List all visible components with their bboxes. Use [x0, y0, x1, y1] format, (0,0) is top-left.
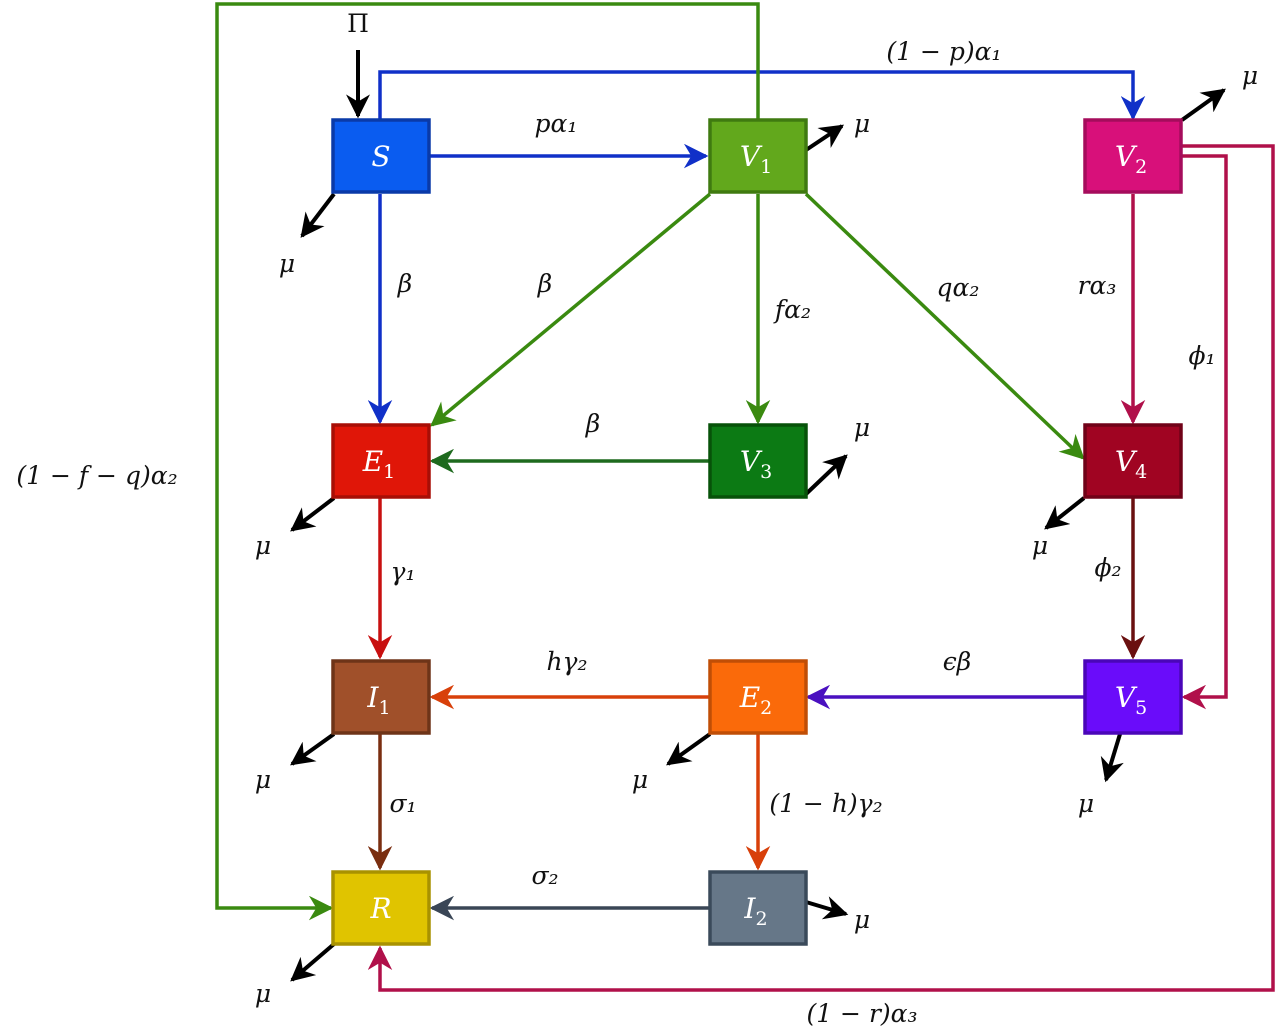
arrow-v2-to-r [367, 144, 1275, 992]
death-arrow-r [290, 942, 336, 982]
rate-v1-e1: β [537, 269, 552, 298]
node-i2: I2 [708, 870, 808, 946]
node-v1: V1 [708, 118, 808, 194]
node-i1-box [331, 659, 431, 735]
inflow-label: Π [347, 9, 369, 38]
rate-v1-v4: qα₂ [937, 273, 980, 302]
node-e2-box [708, 659, 808, 735]
node-v1-label: V1 [740, 140, 772, 178]
node-e1: E1 [331, 423, 431, 499]
death-label-v3: μ [854, 413, 870, 442]
node-v3-label: V3 [740, 445, 772, 483]
rate-v4-v5: ϕ₂ [1094, 553, 1121, 582]
compartments: S V1 V2 E1 V3 V4 I1 E2 [331, 118, 1183, 946]
rate-labels: Π (1 − p)α₁ pα₁ β β fα₂ qα₂ (1 − f − q)α… [16, 9, 1215, 1028]
node-e2-label: E2 [739, 681, 773, 719]
node-e1-label: E1 [362, 445, 396, 483]
node-v5: V5 [1083, 659, 1183, 735]
death-arrow-e2 [666, 732, 712, 766]
node-v2: V2 [1083, 118, 1183, 194]
death-label-s: μ [279, 249, 295, 278]
node-v3-box [708, 423, 808, 499]
death-label-i1: μ [255, 765, 271, 794]
node-v4: V4 [1083, 423, 1183, 499]
node-v2-box [1083, 118, 1183, 194]
node-s-label: S [371, 140, 390, 173]
death-arrow-v3 [804, 454, 848, 496]
death-label-v2: μ [1242, 61, 1258, 90]
node-i1: I1 [331, 659, 431, 735]
death-label-v4: μ [1032, 531, 1048, 560]
death-label-r: μ [255, 979, 271, 1008]
node-r-label: R [369, 892, 391, 925]
node-e1-box [331, 423, 431, 499]
node-i2-box [708, 870, 808, 946]
node-v2-label: V2 [1115, 140, 1147, 178]
node-s-box [331, 118, 431, 194]
node-i2-label: I2 [743, 892, 767, 930]
rate-s-v1: pα₁ [535, 109, 578, 138]
node-v4-box [1083, 423, 1183, 499]
node-s: S [331, 118, 431, 194]
death-arrow-v5 [1100, 733, 1124, 783]
rate-e1-i1: γ₁ [391, 557, 416, 586]
death-label-e1: μ [255, 531, 271, 560]
rate-e2-i2: (1 − h)γ₂ [769, 789, 882, 818]
death-arrow-i1 [290, 732, 336, 766]
death-arrow-v2 [1180, 88, 1226, 122]
node-r: R [331, 870, 431, 946]
death-label-v1: μ [854, 109, 870, 138]
rate-v2-v4: rα₃ [1078, 271, 1117, 300]
rate-v5-e2: ϵβ [943, 647, 971, 676]
death-label-e2: μ [632, 765, 648, 794]
death-arrow-v1 [804, 124, 844, 152]
death-arrow-v4 [1044, 496, 1086, 530]
rate-i1-r: σ₁ [389, 789, 416, 818]
node-i1-label: I1 [366, 681, 390, 719]
arrow-v1-to-e1 [430, 192, 712, 427]
death-label-i2: μ [854, 905, 870, 934]
node-v5-label: V5 [1115, 681, 1147, 719]
node-v3: V3 [708, 423, 808, 499]
death-arrow-s [300, 192, 336, 238]
flow-arrows [215, 2, 1275, 992]
node-r-box [331, 870, 431, 946]
rate-e2-i1: hγ₂ [546, 647, 587, 676]
rate-v3-e1: β [585, 409, 600, 438]
arrow-v2-to-v5 [1181, 154, 1228, 710]
node-v5-box [1083, 659, 1183, 735]
death-arrow-i2 [805, 896, 849, 920]
node-v1-box [708, 118, 808, 194]
rate-v1-v3: fα₂ [773, 295, 811, 324]
death-labels: μ μ μ μ μ μ μ μ μ μ μ [255, 61, 1258, 1008]
rate-i2-r: σ₂ [531, 861, 558, 890]
arrow-v1-to-v4 [804, 192, 1085, 460]
rate-s-v2: (1 − p)α₁ [886, 37, 1001, 66]
node-v4-label: V4 [1115, 445, 1147, 483]
death-label-v5: μ [1078, 789, 1094, 818]
death-arrows [290, 88, 1226, 982]
rate-v2-v5: ϕ₁ [1188, 341, 1215, 370]
rate-v1-r: (1 − f − q)α₂ [16, 461, 177, 490]
rate-v2-r: (1 − r)α₃ [806, 999, 917, 1028]
node-e2: E2 [708, 659, 808, 735]
arrow-v1-to-r [215, 2, 760, 921]
rate-s-e1: β [397, 269, 412, 298]
death-arrow-e1 [290, 496, 336, 532]
